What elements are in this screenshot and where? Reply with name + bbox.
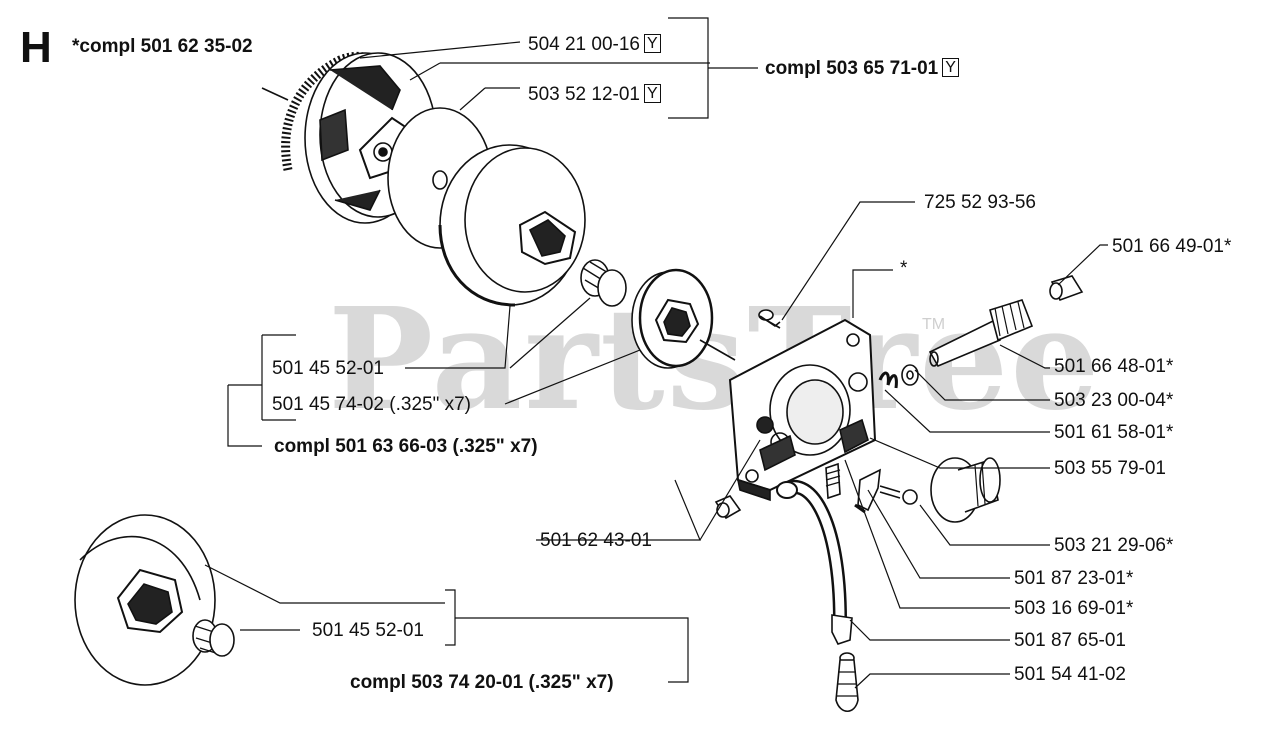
watermark-trademark: TM bbox=[922, 316, 946, 333]
label-compl-501-63-66-03[interactable]: compl 501 63 66-03 (.325" x7) bbox=[274, 436, 538, 457]
pump-piston[interactable] bbox=[928, 299, 1034, 368]
pump-spring[interactable] bbox=[878, 371, 898, 389]
label-725-52-93-56[interactable]: 725 52 93-56 bbox=[924, 192, 1036, 213]
plug[interactable] bbox=[1049, 275, 1084, 302]
label-compl-501-62-35-02[interactable]: *compl 501 62 35-02 bbox=[72, 36, 253, 57]
pump-screw[interactable] bbox=[825, 462, 841, 500]
y-marker: Y bbox=[942, 58, 959, 77]
y-marker: Y bbox=[644, 84, 661, 103]
rim-sprocket[interactable] bbox=[631, 268, 736, 369]
adjusting-screw[interactable] bbox=[930, 457, 1001, 523]
small-screw[interactable] bbox=[879, 485, 918, 505]
label-501-61-58-01[interactable]: 501 61 58-01* bbox=[1054, 422, 1174, 443]
oil-hose[interactable] bbox=[775, 479, 853, 645]
label-star: * bbox=[900, 258, 908, 279]
part-number: 503 52 12-01 bbox=[528, 84, 640, 105]
label-compl-503-74-20-01[interactable]: compl 503 74 20-01 (.325" x7) bbox=[350, 672, 614, 693]
label-501-45-52-01-bottom[interactable]: 501 45 52-01 bbox=[312, 620, 424, 641]
small-washer[interactable] bbox=[901, 364, 919, 386]
bracket[interactable] bbox=[854, 468, 881, 514]
needle-bearing-bottom[interactable] bbox=[192, 619, 235, 657]
label-503-55-79-01[interactable]: 503 55 79-01 bbox=[1054, 458, 1166, 479]
label-503-16-69-01[interactable]: 503 16 69-01* bbox=[1014, 598, 1134, 619]
label-501-45-74-02[interactable]: 501 45 74-02 (.325" x7) bbox=[272, 394, 471, 415]
label-503-23-00-04[interactable]: 503 23 00-04* bbox=[1054, 390, 1174, 411]
label-503-21-29-06[interactable]: 503 21 29-06* bbox=[1054, 535, 1174, 556]
watermark: PartsTree bbox=[328, 278, 1102, 442]
y-marker: Y bbox=[644, 34, 661, 53]
label-501-62-43-01[interactable]: 501 62 43-01 bbox=[540, 530, 652, 551]
label-501-54-41-02[interactable]: 501 54 41-02 bbox=[1014, 664, 1126, 685]
part-number: 504 21 00-16 bbox=[528, 34, 640, 55]
label-501-87-23-01[interactable]: 501 87 23-01* bbox=[1014, 568, 1134, 589]
section-letter: H bbox=[20, 23, 52, 72]
oil-filter[interactable] bbox=[835, 652, 859, 713]
needle-bearing-top[interactable] bbox=[580, 259, 627, 307]
label-501-66-48-01[interactable]: 501 66 48-01* bbox=[1054, 356, 1174, 377]
clutch-drum-bottom[interactable] bbox=[74, 514, 216, 686]
label-501-87-65-01[interactable]: 501 87 65-01 bbox=[1014, 630, 1126, 651]
oil-pump-housing[interactable] bbox=[728, 318, 877, 502]
clutch-drum[interactable] bbox=[438, 144, 586, 307]
screw-top[interactable] bbox=[758, 309, 781, 329]
label-501-66-49-01[interactable]: 501 66 49-01* bbox=[1112, 236, 1232, 257]
label-501-45-52-01-top[interactable]: 501 45 52-01 bbox=[272, 358, 384, 379]
leader-lines bbox=[204, 17, 1108, 689]
part-number: compl 503 65 71-01 bbox=[765, 58, 939, 79]
